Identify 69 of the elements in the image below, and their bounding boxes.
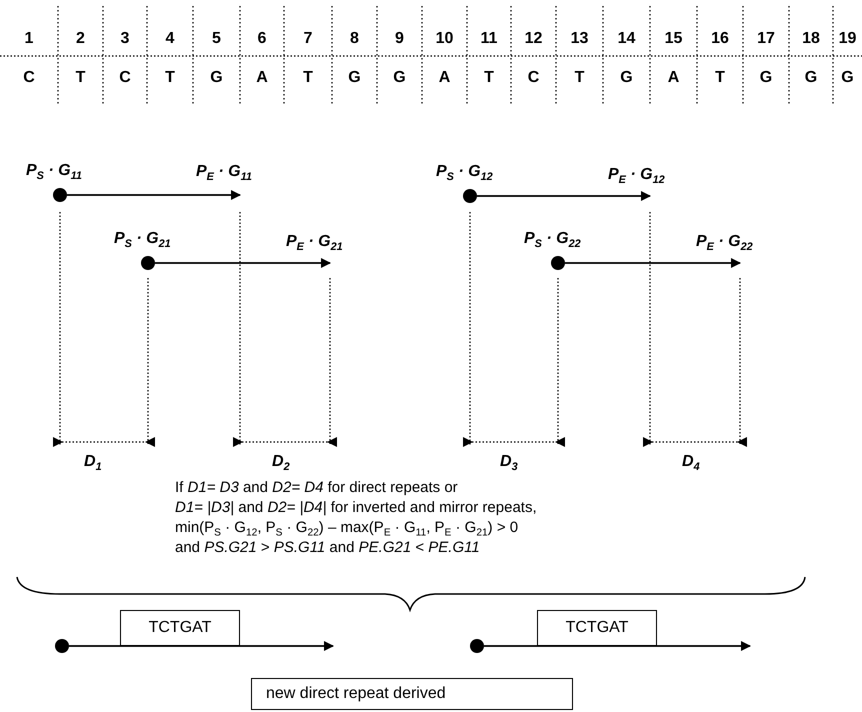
position-label: P$_{E}$ · G$_{11}$ — [196, 162, 252, 182]
nucleotide-letter: G — [347, 68, 362, 88]
position-number: 4 — [164, 29, 176, 48]
nucleotide-letter: C — [118, 68, 132, 88]
nucleotide-letter: T — [164, 68, 176, 88]
nucleotide-letter: T — [302, 68, 314, 88]
position-number: 3 — [120, 29, 130, 48]
position-number: 5 — [211, 29, 222, 48]
nucleotide-letter: A — [438, 68, 452, 88]
nucleotide-letter: G — [758, 68, 774, 88]
position-number: 17 — [756, 29, 776, 48]
start-dot — [55, 639, 69, 653]
position-number: 13 — [570, 29, 590, 48]
nucleotide-letter: T — [74, 68, 86, 88]
position-number: 16 — [710, 29, 730, 48]
position-number: 7 — [302, 29, 314, 48]
nucleotide-letter: A — [255, 68, 269, 88]
start-dot — [53, 188, 67, 202]
condition-text: min(P$_{S}$ · G$_{12}$, P$_{S}$ · G$_{22}$) – max(P$_{E}$ · G$_{11}$, P$_{E}$ · G$_{21}$) > 0 — [175, 519, 518, 537]
nucleotide-letter: T — [483, 68, 495, 88]
start-dot — [141, 256, 155, 270]
position-label: P$_{E}$ · G$_{21}$ — [286, 232, 343, 252]
position-label: P$_{E}$ · G$_{22}$ — [696, 232, 753, 252]
condition-text: and PS.G21 > PS.G11 and PE.G21 < PE.G11 — [175, 539, 480, 557]
arrow — [155, 258, 331, 268]
nucleotide-letter: G — [209, 68, 224, 88]
nucleotide-letter: G — [619, 68, 634, 88]
distance-label: D$_{1}$ — [84, 452, 102, 472]
arrow — [484, 641, 751, 651]
position-number: 15 — [664, 29, 684, 48]
sequence-box: TCTGAT — [537, 610, 657, 646]
position-label: P$_{S}$ · G$_{21}$ — [114, 229, 171, 248]
nucleotide-letter: G — [804, 68, 818, 88]
condition-text: D1= |D3| and D2= |D4| for inverted and mirror repeats, — [175, 499, 537, 517]
condition-text: If D1= D3 and D2= D4 for direct repeats or — [175, 479, 458, 497]
position-number: 12 — [524, 29, 544, 48]
position-number: 6 — [256, 29, 268, 48]
position-number: 11 — [480, 29, 498, 48]
nucleotide-letter: T — [574, 68, 586, 88]
nucleotide-letter: G — [840, 68, 855, 88]
position-number: 8 — [349, 29, 360, 48]
position-label: P$_{S}$ · G$_{22}$ — [524, 229, 581, 248]
position-label: P$_{E}$ · G$_{12}$ — [608, 165, 665, 184]
position-label: P$_{S}$ · G$_{11}$ — [26, 161, 82, 180]
arrow — [69, 641, 334, 651]
distance-label: D$_{2}$ — [272, 452, 290, 472]
position-label: P$_{S}$ · G$_{12}$ — [436, 162, 493, 182]
sequence-box: TCTGAT — [120, 610, 240, 646]
position-number: 18 — [801, 29, 821, 48]
start-dot — [470, 639, 484, 653]
position-number: 1 — [24, 29, 34, 48]
nucleotide-letter: A — [666, 68, 680, 88]
position-number: 2 — [75, 29, 86, 48]
position-number: 10 — [434, 29, 454, 48]
distance-label: D$_{3}$ — [500, 452, 518, 472]
position-number: 9 — [394, 29, 405, 48]
nucleotide-letter: G — [392, 68, 407, 88]
start-dot — [551, 256, 565, 270]
start-dot — [463, 189, 477, 203]
arrow — [67, 190, 241, 200]
position-number: 14 — [616, 29, 636, 48]
arrow — [477, 191, 651, 201]
nucleotide-letter: T — [714, 68, 726, 88]
arrow — [565, 258, 741, 268]
nucleotide-letter: C — [22, 68, 36, 88]
sequence-box: new direct repeat derived — [251, 678, 573, 710]
distance-label: D$_{4}$ — [682, 452, 700, 472]
position-number: 19 — [838, 29, 858, 48]
nucleotide-letter: C — [526, 68, 540, 88]
